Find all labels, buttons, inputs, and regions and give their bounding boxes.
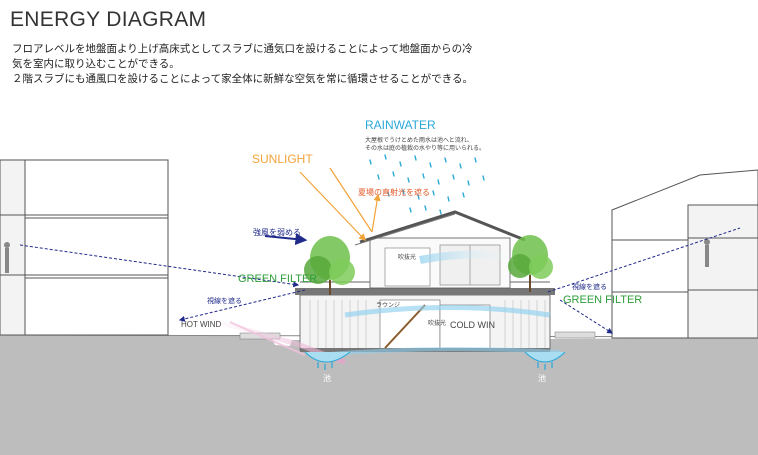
pond-left xyxy=(304,351,351,370)
green-filter-left-label: GREEN FILTER xyxy=(238,273,318,285)
rainwater-note-line-1: 大屋根でうけとめた雨水は池へと流れ、 xyxy=(365,137,473,144)
view-block-left-label: 視線を遮る xyxy=(207,297,242,305)
view-block-right-label: 視線を遮る xyxy=(572,283,607,291)
green-filter-right-label: GREEN FILTER xyxy=(563,294,643,306)
room-label-lower: 吹抜光 xyxy=(428,320,447,327)
tree-left xyxy=(304,236,355,295)
room-label-upper: 吹抜光 xyxy=(398,254,417,261)
sunlight-rays xyxy=(299,167,381,242)
description-line-1: フロアレベルを地盤面より上げ高床式としてスラブに通気口を設けることによって地盤面… xyxy=(12,43,473,55)
cold-wind-flow xyxy=(419,250,521,264)
pond-right-label: 池 xyxy=(538,374,546,383)
summer-sun-label: 夏場の直射光を遮る xyxy=(358,188,430,197)
tree-right xyxy=(508,235,553,292)
pond-left-label: 池 xyxy=(323,374,331,383)
pond-right xyxy=(524,351,566,370)
rainwater-label: RAINWATER xyxy=(365,118,436,132)
cold-wind-label: COLD WIN xyxy=(450,320,495,330)
diagram-description: フロアレベルを地盤面より上げ高床式としてスラブに通気口を設けることによって地盤面… xyxy=(12,42,552,87)
left-neighbor-building xyxy=(0,159,169,336)
hot-wind-label: HOT WIND xyxy=(181,320,222,329)
wind-arrows xyxy=(19,227,741,334)
description-line-2: 気を室内に取り込むことができる。 xyxy=(12,58,180,70)
rain-drops xyxy=(369,154,485,215)
room-label-mid: ラウンジ xyxy=(376,302,401,309)
ground xyxy=(0,335,758,455)
description-line-3: ２階スラブにも通風口を設けることによって家全体に新鮮な空気を常に循環させることが… xyxy=(12,73,473,85)
rainwater-note-line-2: その水は庭の植栽の水やり等に用いられる。 xyxy=(365,145,486,152)
diagram-title: ENERGY DIAGRAM xyxy=(10,8,207,31)
sunlight-label: SUNLIGHT xyxy=(252,152,313,166)
strong-wind-label: 強風を弱める xyxy=(253,228,301,237)
right-neighbor-building xyxy=(611,169,758,339)
